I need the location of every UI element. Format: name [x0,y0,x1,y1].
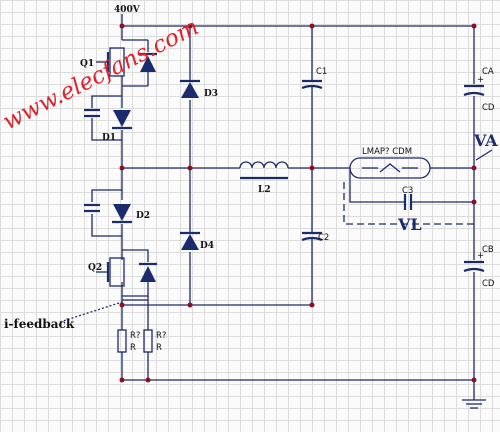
cd-bottom-label: CD [482,279,495,289]
c1-label: C1 [316,67,327,77]
vl-label: VL [397,215,422,234]
va-indicator [475,149,493,161]
d3-label: D3 [204,89,218,99]
sense-resistor-2 [143,329,153,353]
feedback-label: i-feedback [4,317,75,331]
d1-label: D1 [102,133,116,143]
feedback-leader [59,301,123,323]
l2-label: L2 [258,185,271,195]
cd-top-label: CD [482,103,495,113]
ca-label: CA [482,67,494,77]
va-label: VA [473,131,498,150]
r2-ref-label: R? [156,331,166,341]
d3-diode [181,82,199,98]
q1-mosfet [96,47,125,77]
d4-label: D4 [200,241,214,251]
svg-text:+: + [477,251,484,261]
c3-label: C3 [402,186,413,196]
sense-resistor-1 [117,329,127,353]
lamp-label: LMAP? CDM [362,147,412,157]
l2-inductor [239,161,289,180]
d1-diode [113,110,131,127]
c2-label: C2 [318,233,329,243]
watermark-text: www.elecfans.com [0,14,203,135]
junction-dots [119,23,477,383]
d4-diode [181,234,199,250]
r2-value-label: R [156,343,162,353]
cb-label: CB [482,245,494,255]
r1-value-label: R [130,343,136,353]
q2-mosfet [96,257,125,287]
d2-diode [113,204,131,221]
supply-voltage-label: 400V [114,5,141,15]
ground-symbol [462,399,486,409]
svg-text:+: + [477,75,484,85]
vl-measure-line [343,182,474,225]
r1-ref-label: R? [130,331,140,341]
d2-label: D2 [136,211,150,221]
q2-label: Q2 [88,263,102,273]
cdm-lamp [349,157,431,179]
q1-body-diode [140,56,156,72]
q2-body-diode [140,266,156,282]
wires [59,14,493,400]
q1-label: Q1 [80,59,94,69]
